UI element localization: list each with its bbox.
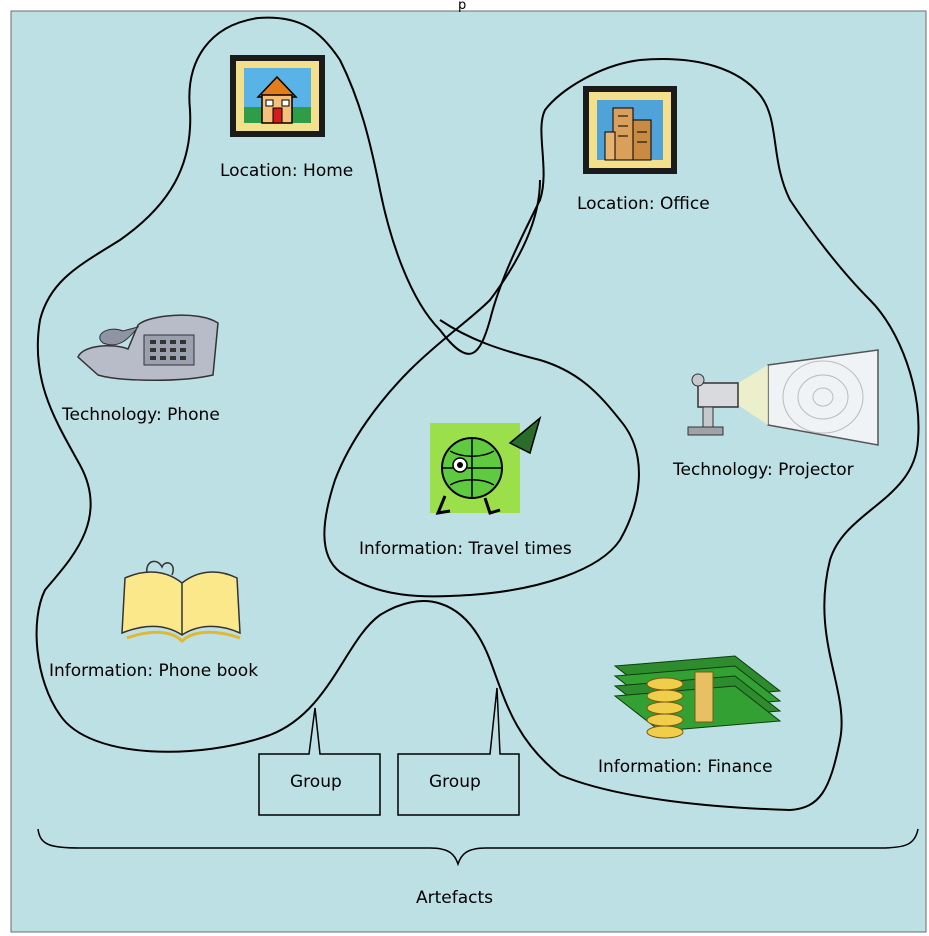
- artefacts-brace: [37, 828, 919, 867]
- group-label-2: Group: [429, 772, 481, 792]
- office-building-picture-icon: [583, 86, 677, 174]
- projector-icon: [687, 349, 879, 446]
- home-label: Location: Home: [220, 161, 353, 181]
- finance-label: Information: Finance: [598, 757, 773, 777]
- travel-times-label: Information: Travel times: [359, 539, 572, 559]
- money-stack-icon: [613, 655, 782, 739]
- group-label-1: Group: [290, 772, 342, 792]
- office-label: Location: Office: [577, 194, 710, 214]
- group-callout-left: [258, 707, 381, 816]
- top-mark: p: [458, 0, 466, 13]
- projector-label: Technology: Projector: [672, 460, 854, 480]
- office-region-outline: [323, 179, 640, 598]
- running-globe-rocket-icon: [430, 415, 542, 515]
- open-book-icon: [121, 560, 241, 644]
- house-picture-icon: [230, 55, 325, 137]
- telephone-icon: [77, 314, 219, 382]
- home-region-outline: [35, 16, 920, 812]
- group-callout-right: [397, 687, 520, 816]
- artefacts-label: Artefacts: [416, 888, 493, 908]
- phone-book-label: Information: Phone book: [49, 661, 258, 681]
- phone-label: Technology: Phone: [61, 405, 220, 425]
